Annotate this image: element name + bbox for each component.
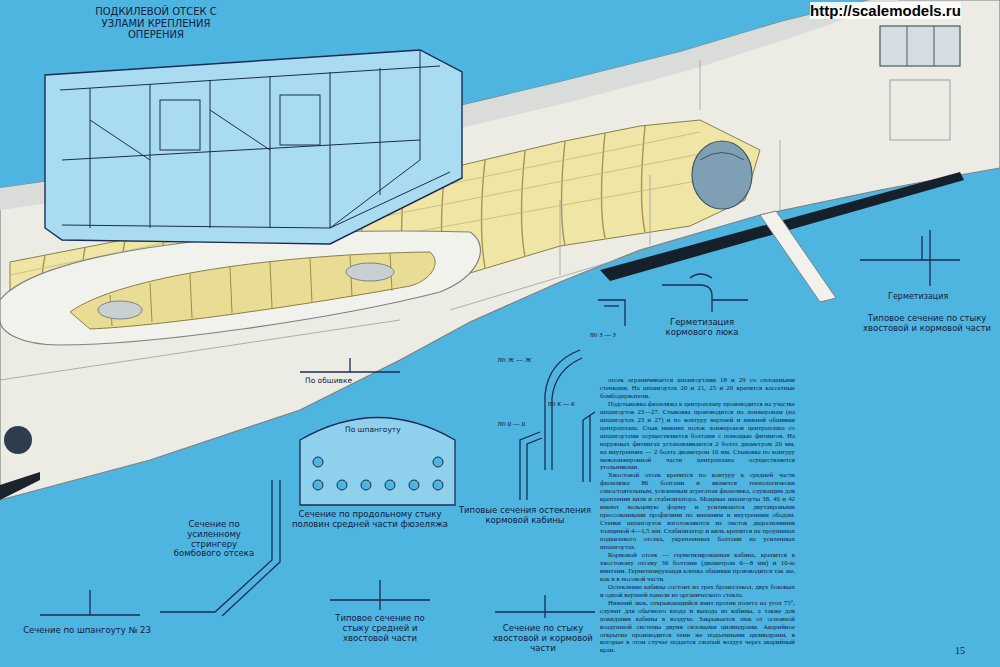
section-label: По шпангоуту	[345, 426, 401, 435]
cabin-glazing	[880, 26, 960, 66]
ventral-fin	[760, 211, 836, 302]
body-paragraph: отсек ограничивается шпангоутами 18 и 29…	[600, 376, 795, 400]
glazing-frame	[934, 26, 935, 66]
section-mark: по к — к	[548, 400, 575, 409]
section-mark: по и — и	[498, 420, 525, 429]
text-column: отсек ограничивается шпангоутами 18 и 29…	[600, 376, 795, 654]
lightening-holes	[313, 457, 443, 490]
fairing-opening	[70, 252, 435, 329]
inset-title: ПОДКИЛЕВОЙ ОТСЕК С УЗЛАМИ КРЕПЛЕНИЯ ОПЕР…	[78, 6, 234, 41]
section-drawings	[40, 230, 960, 618]
inset-structure	[60, 50, 450, 228]
section-label: Типовое сечение по стыку средней и хвост…	[326, 614, 434, 643]
section-label: Сечение по стыку хвостовой и кормовой ча…	[488, 624, 598, 653]
section-label: Типовое сечение по стыку хвостовой и кор…	[860, 314, 994, 334]
section-mark: по ж — ж	[498, 356, 532, 365]
wing-fairing	[0, 231, 480, 345]
section-label: Сечение по шпангоуту № 23	[22, 626, 152, 636]
fairing-hole	[98, 301, 142, 319]
body-paragraph: Нижний люк, открывающийся вниз против по…	[600, 599, 795, 655]
cabin-panel	[890, 80, 950, 140]
glazing-frame	[907, 26, 908, 66]
cabin-armour	[692, 141, 752, 209]
section-label: Герметизация кормового люка	[652, 318, 752, 338]
lower-strip	[0, 472, 40, 500]
body-paragraph: Кормовой отсек — герметизированная кабин…	[600, 551, 795, 583]
page-number: 15	[955, 645, 965, 657]
watermark: http://scalemodels.ru	[810, 2, 961, 19]
armour-seam	[700, 153, 744, 161]
body-paragraph: Хвостовой отсек крепится по контуру к ср…	[600, 471, 795, 551]
inset-compartment	[45, 50, 462, 244]
fairing-ribs	[110, 253, 392, 326]
body-paragraph: Остекление кабины состоит из трех бронес…	[600, 583, 795, 599]
frame-section	[300, 418, 455, 506]
fuselage-port	[4, 426, 32, 454]
body-paragraph: Подстыковка фюзеляжа к центроплану произ…	[600, 400, 795, 472]
fairing-hole	[346, 263, 394, 281]
section-label: Сечение по усиленному стрингеру бомбовог…	[166, 520, 262, 559]
section-label: Сечение по продольному стыку половин сре…	[290, 510, 450, 530]
section-label: По обшивке	[305, 377, 352, 386]
section-label: Герметизация	[888, 292, 948, 301]
fuselage-skin	[0, 0, 1000, 500]
section-label: Типовые сечения остекления кормовой каби…	[458, 506, 592, 526]
section-mark: по з — з	[590, 331, 616, 340]
